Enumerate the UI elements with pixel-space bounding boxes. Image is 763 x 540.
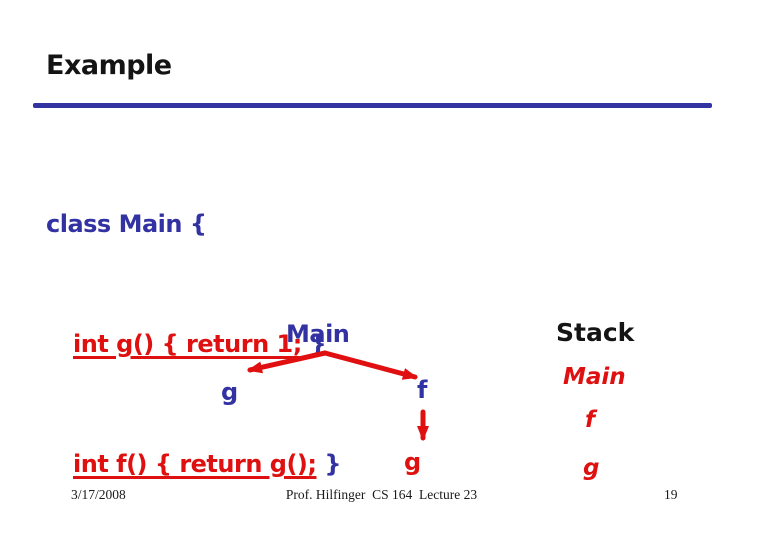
stack-frame-g: g [583,455,600,481]
slide-title: Example [46,50,172,81]
footer-date: 3/17/2008 [71,487,126,502]
code-segment: } [301,330,327,358]
code-line-method-g: int g() { return 1; } [46,324,373,364]
stack-heading: Stack [556,318,635,347]
title-divider [33,103,712,108]
code-segment: } [316,450,341,478]
stack-frame-main: Main [563,364,626,390]
call-edge-main-to-f-icon [322,350,418,380]
tree-node-g-from-f: g [404,448,421,476]
footer-course-info: Prof. Hilfinger CS 164 Lecture 23 [285,487,478,502]
code-segment-underlined: int g() { return 1; [73,330,302,358]
tree-node-f: f [417,376,427,404]
tree-node-main: Main [286,320,350,348]
code-block: class Main { int g() { return 1; } int f… [46,124,373,540]
code-line-method-f: int f() { return g(); } [46,444,373,484]
stack-frame-f: f [585,407,596,433]
code-segment: class Main { [46,210,207,238]
call-edge-main-to-g-icon [247,350,328,374]
tree-node-g: g [221,378,238,406]
footer-page-number: 19 [664,487,678,502]
code-line-class-open: class Main { [46,204,373,244]
code-segment-underlined: int f() { return g(); [73,450,317,478]
